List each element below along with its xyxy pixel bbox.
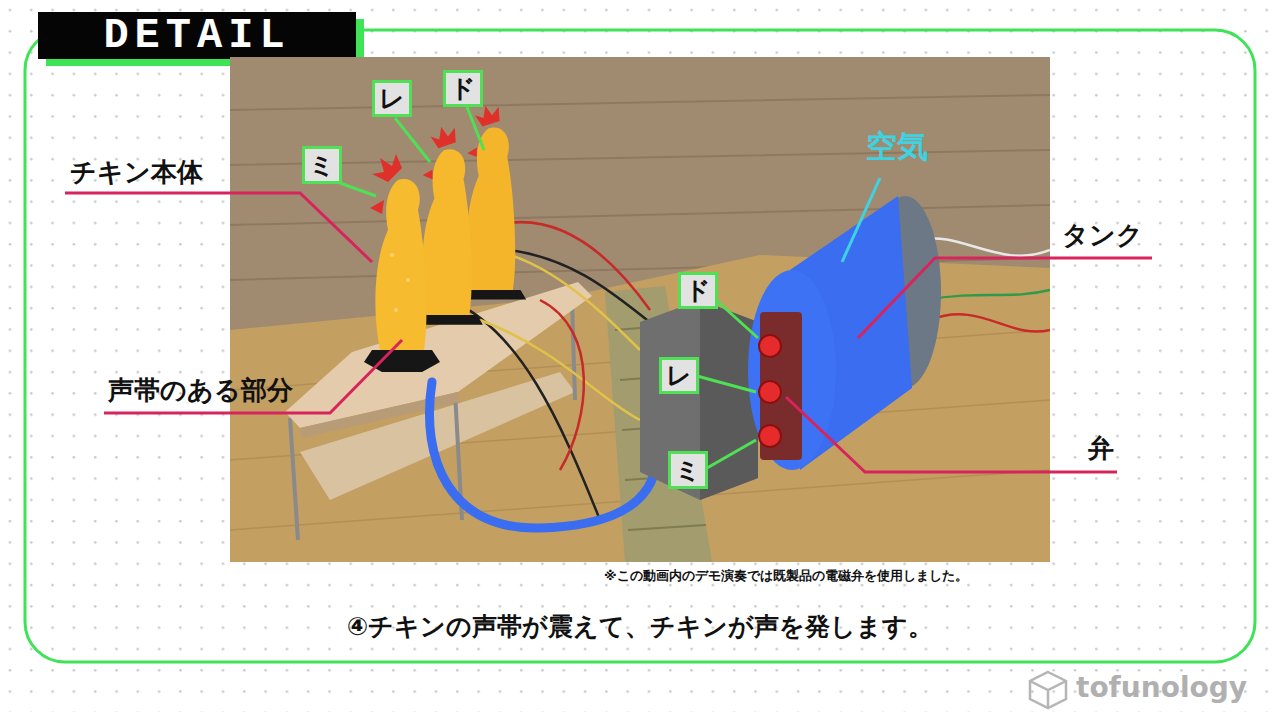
note-label-box: ド: [443, 70, 483, 107]
part-label: タンク: [1062, 220, 1143, 251]
caption: ④チキンの声帯が震えて、チキンが声を発します。: [0, 612, 1280, 642]
valve-manifold: [640, 300, 758, 500]
leader-line: [842, 178, 880, 262]
air-tube: [429, 382, 656, 528]
note-label: ド: [450, 76, 476, 101]
note-label-box: ミ: [668, 451, 708, 489]
leader-line: [395, 118, 430, 162]
valve-plate: [760, 312, 802, 460]
leader-line: [697, 376, 756, 392]
logo-cube: [1030, 672, 1066, 708]
note-label: ミ: [675, 458, 701, 483]
note-label: ミ: [309, 153, 335, 178]
leader-line: [65, 193, 372, 262]
note-label: レ: [379, 86, 405, 111]
title-box: [38, 12, 356, 59]
valve: [759, 381, 781, 403]
wire: [540, 300, 584, 470]
note-label-box: レ: [659, 357, 699, 394]
tank-end: [748, 270, 836, 470]
wire: [480, 320, 640, 420]
wire: [920, 238, 1050, 255]
chicken: [364, 154, 440, 372]
wire: [450, 300, 600, 520]
note-label: ド: [685, 278, 711, 303]
title: DETAIL: [38, 12, 356, 59]
leader-line: [467, 107, 484, 150]
watermark: tofunology: [1076, 671, 1247, 705]
leader-line: [716, 300, 758, 338]
wire: [930, 314, 1050, 331]
note-label-box: ミ: [302, 146, 342, 184]
valve-manifold-side: [700, 300, 758, 500]
part-label: チキン本体: [70, 157, 203, 188]
shelf-rod: [572, 300, 575, 400]
photo: [230, 57, 1050, 562]
note-label-box: レ: [372, 80, 412, 117]
frame: [25, 30, 1255, 662]
leader-line: [104, 340, 402, 413]
wall: [230, 57, 1050, 562]
part-label: 空気: [866, 128, 928, 165]
part-label: 弁: [1088, 433, 1114, 464]
shelf-rod: [290, 418, 298, 540]
leader-line: [707, 440, 756, 468]
valve: [759, 425, 781, 447]
note-label-box: ド: [678, 272, 718, 309]
leader-line: [340, 183, 376, 196]
leader-line: [858, 258, 1152, 338]
leader-line: [786, 397, 1117, 472]
wire: [925, 290, 1050, 300]
shelf-edge: [300, 392, 460, 438]
wire: [510, 250, 660, 330]
valve: [759, 335, 781, 357]
note: ※この動画内のデモ演奏では既製品の電磁弁を使用しました。: [604, 568, 968, 584]
note-label: レ: [666, 363, 692, 388]
part-label: 声帯のある部分: [108, 375, 293, 406]
